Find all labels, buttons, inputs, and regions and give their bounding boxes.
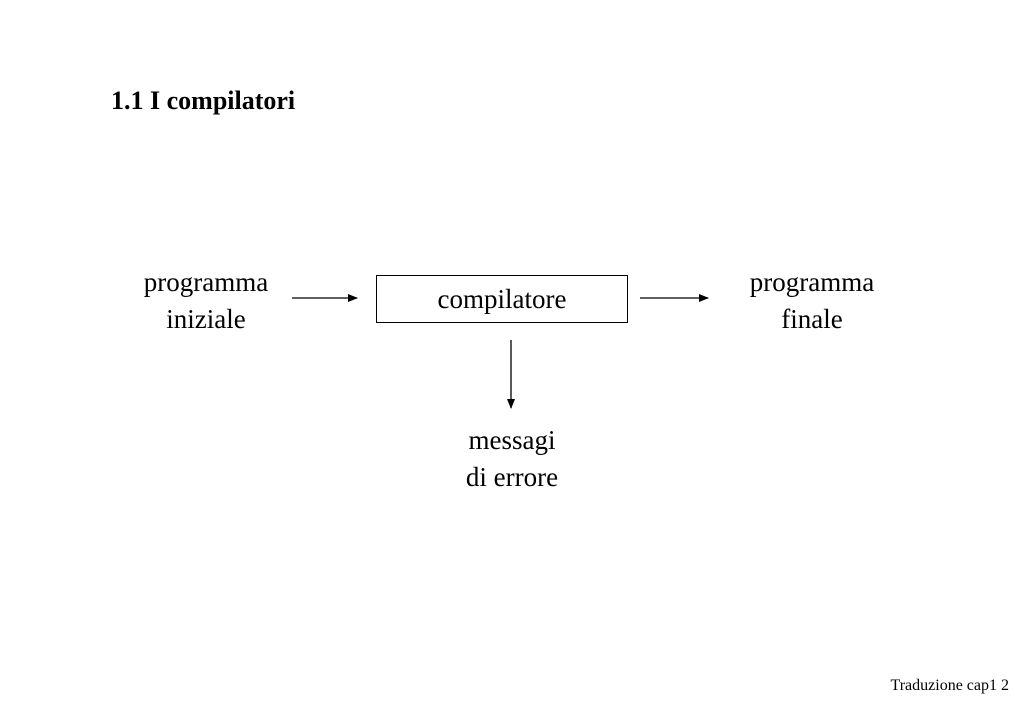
error-messages-label: messagi di errore: [426, 422, 598, 496]
error-messages-line-2: di errore: [465, 462, 559, 492]
input-program-line-1: programma: [143, 267, 269, 297]
slide-title: 1.1 I compilatori: [111, 86, 296, 115]
error-messages-line-1: messagi: [468, 425, 556, 455]
input-program-label: programma iniziale: [120, 264, 292, 338]
compiler-label: compilatore: [437, 283, 567, 314]
slide-footer: Traduzione cap1 2: [890, 677, 1010, 694]
input-program-line-2: iniziale: [166, 304, 246, 334]
output-program-line-2: finale: [781, 304, 843, 334]
output-program-label: programma finale: [726, 264, 898, 338]
output-program-line-1: programma: [749, 267, 875, 297]
compiler-box: compilatore: [376, 275, 628, 323]
